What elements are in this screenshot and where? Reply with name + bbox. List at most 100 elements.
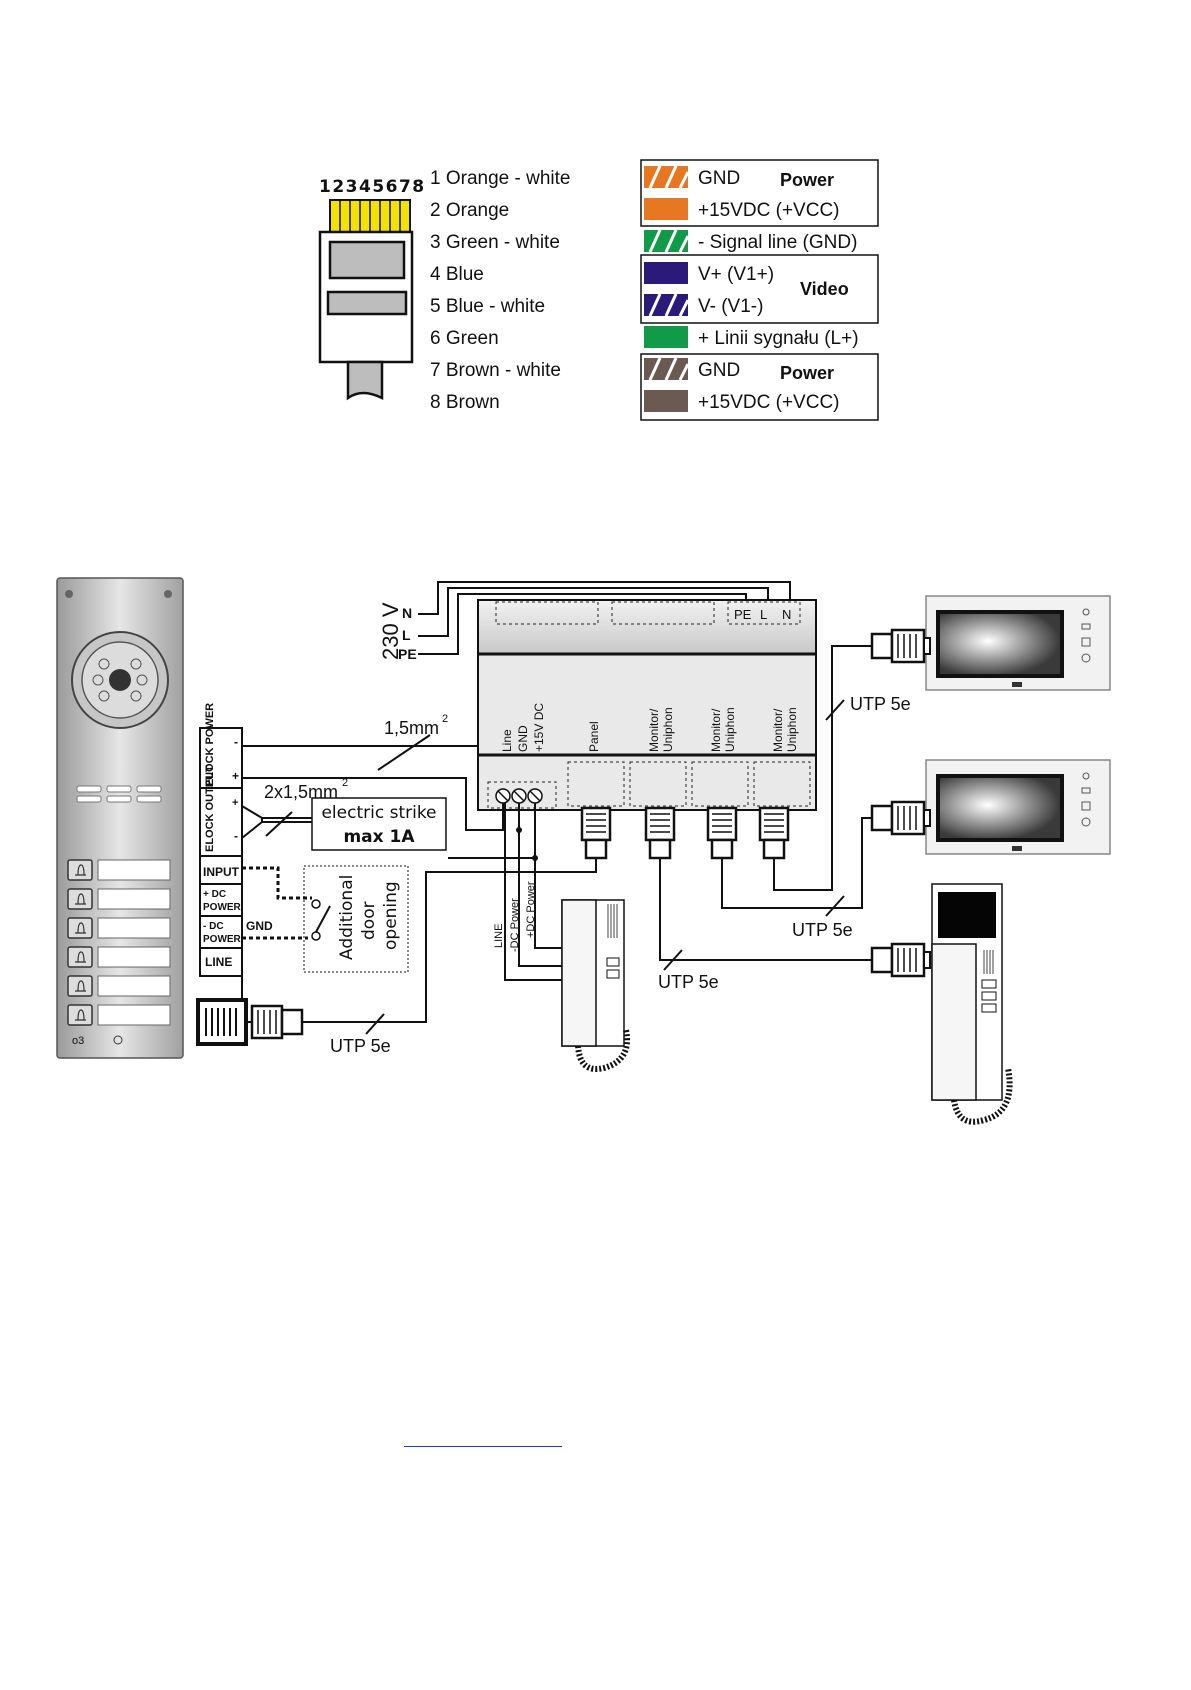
legend-text: V- (V1-) bbox=[698, 296, 763, 317]
legend-text: + Linii sygnału (L+) bbox=[698, 328, 859, 349]
terminal-plus: + bbox=[232, 769, 239, 783]
psu-port-gnd: GND bbox=[516, 725, 530, 752]
legend-group-video: Video bbox=[800, 279, 849, 299]
power-icon bbox=[1081, 817, 1091, 827]
legend-text: GND bbox=[698, 168, 740, 189]
rj45-plug-tail bbox=[584, 838, 608, 860]
wiring bbox=[241, 645, 872, 1035]
psu-port-monitor: Uniphon bbox=[723, 707, 737, 752]
pin-label: 2 Orange bbox=[430, 200, 509, 221]
psu-port-monitor: Monitor/ bbox=[647, 708, 661, 752]
uniphon-screen bbox=[938, 892, 996, 938]
terminal-line: LINE bbox=[205, 955, 232, 969]
camera-lens-icon bbox=[109, 669, 131, 691]
superscript: 2 bbox=[342, 777, 348, 789]
psu-terminal-pe: PE bbox=[734, 607, 752, 622]
psu-port-line: Line bbox=[500, 729, 514, 752]
monitor-logo bbox=[1012, 846, 1022, 851]
bell-icon bbox=[75, 922, 86, 934]
bell-icon bbox=[75, 980, 86, 992]
psu-port-15v: +15V DC bbox=[532, 703, 546, 752]
legend-swatch bbox=[644, 262, 688, 284]
swatch-stripe bbox=[664, 165, 678, 189]
legend-group-box bbox=[640, 159, 879, 227]
legend-group-box bbox=[640, 254, 879, 324]
rj45-plug bbox=[870, 942, 931, 978]
menu-icon bbox=[1081, 637, 1091, 647]
call-button bbox=[67, 946, 93, 968]
rj45-plug bbox=[644, 806, 676, 842]
legend-text: - Signal line (GND) bbox=[698, 232, 857, 253]
hyperlink-underline[interactable] bbox=[404, 1446, 562, 1447]
utp-label: UTP 5e bbox=[850, 694, 911, 714]
call-button bbox=[67, 975, 93, 997]
legend-group-power-top: Power bbox=[780, 170, 834, 190]
line-label: LINE bbox=[493, 924, 505, 948]
dc-minus-label: -DC Power bbox=[509, 898, 521, 952]
pin-label: 7 Brown - white bbox=[430, 360, 561, 381]
door-opening-wires bbox=[242, 866, 312, 940]
door-text-2: door bbox=[359, 901, 379, 940]
name-label-slot bbox=[97, 946, 171, 968]
rj45-plug bbox=[870, 800, 931, 836]
swatch-stripe bbox=[648, 293, 662, 317]
rj45-connector-drawing: 12345678 bbox=[318, 177, 426, 401]
name-label-slot bbox=[97, 975, 171, 997]
power-icon bbox=[1081, 653, 1091, 663]
swatch-stripe bbox=[648, 357, 662, 381]
rj45-plug-tail bbox=[762, 838, 786, 860]
psu-port-monitor: Monitor/ bbox=[709, 708, 723, 752]
legend-text: +15VDC (+VCC) bbox=[698, 200, 840, 221]
pin-label: 8 Brown bbox=[430, 392, 500, 413]
psu-port-monitor: Uniphon bbox=[785, 707, 799, 752]
legend-swatch bbox=[644, 230, 688, 252]
video-monitor bbox=[925, 759, 1111, 855]
swatch-stripe bbox=[678, 363, 690, 381]
pin-label: 6 Green bbox=[430, 328, 499, 349]
psu-port-panel: Panel bbox=[587, 721, 601, 752]
legend-swatch bbox=[644, 326, 688, 348]
call-button bbox=[67, 1004, 93, 1026]
panel-lock-icon: o3 bbox=[72, 1035, 84, 1047]
legend-swatch bbox=[644, 390, 688, 412]
legend-group-box bbox=[640, 353, 879, 421]
panel-terminal-strip: ELOCK POWER ELOCK OUTPUT - + + - INPUT +… bbox=[199, 703, 273, 977]
monitor-picture bbox=[940, 614, 1060, 674]
legend-group-power-bottom: Power bbox=[780, 363, 834, 383]
legend-swatch bbox=[644, 358, 688, 380]
swatch-stripe bbox=[678, 171, 690, 189]
legend-swatch bbox=[644, 198, 688, 220]
bell-icon bbox=[75, 893, 86, 905]
mains-n: N bbox=[402, 605, 412, 621]
panel-reader-icon bbox=[113, 1035, 123, 1045]
psu-port-monitor: Monitor/ bbox=[771, 708, 785, 752]
psu-terminal-l: L bbox=[760, 607, 767, 622]
color-legend: GND +15VDC (+VCC) - Signal line (GND) V+… bbox=[640, 159, 879, 421]
door-text-1: Additional bbox=[337, 875, 357, 960]
mains-pe: PE bbox=[398, 646, 417, 662]
wiring-dots bbox=[516, 827, 538, 861]
uniphon-handset-2 bbox=[931, 883, 1013, 1125]
strike-rating: max 1A bbox=[343, 827, 415, 847]
key-icon bbox=[1081, 623, 1091, 630]
rj45-plug-tail bbox=[710, 838, 734, 860]
rj45-plug bbox=[758, 806, 790, 842]
terminal-gnd: GND bbox=[246, 919, 273, 933]
terminal-elock-power: ELOCK POWER bbox=[204, 703, 216, 786]
wire-gauge-label: 2x1,5mm bbox=[264, 782, 338, 802]
bell-icon bbox=[75, 1009, 86, 1021]
terminal-input: INPUT bbox=[203, 865, 240, 879]
swatch-stripe bbox=[678, 235, 690, 253]
electric-strike-box: electric strike max 1A bbox=[311, 797, 447, 851]
terminal-minus: - bbox=[234, 735, 238, 749]
door-text-3: opening bbox=[381, 881, 401, 950]
terminal-dc-plus-power: POWER bbox=[203, 902, 242, 913]
call-button bbox=[67, 859, 93, 881]
pin-numbers: 12345678 bbox=[319, 177, 426, 197]
call-button bbox=[67, 888, 93, 910]
superscript: 2 bbox=[442, 713, 448, 725]
psu-port-monitor: Uniphon bbox=[661, 707, 675, 752]
handset-icon bbox=[1082, 608, 1090, 616]
outdoor-panel: o3 bbox=[56, 577, 184, 1059]
